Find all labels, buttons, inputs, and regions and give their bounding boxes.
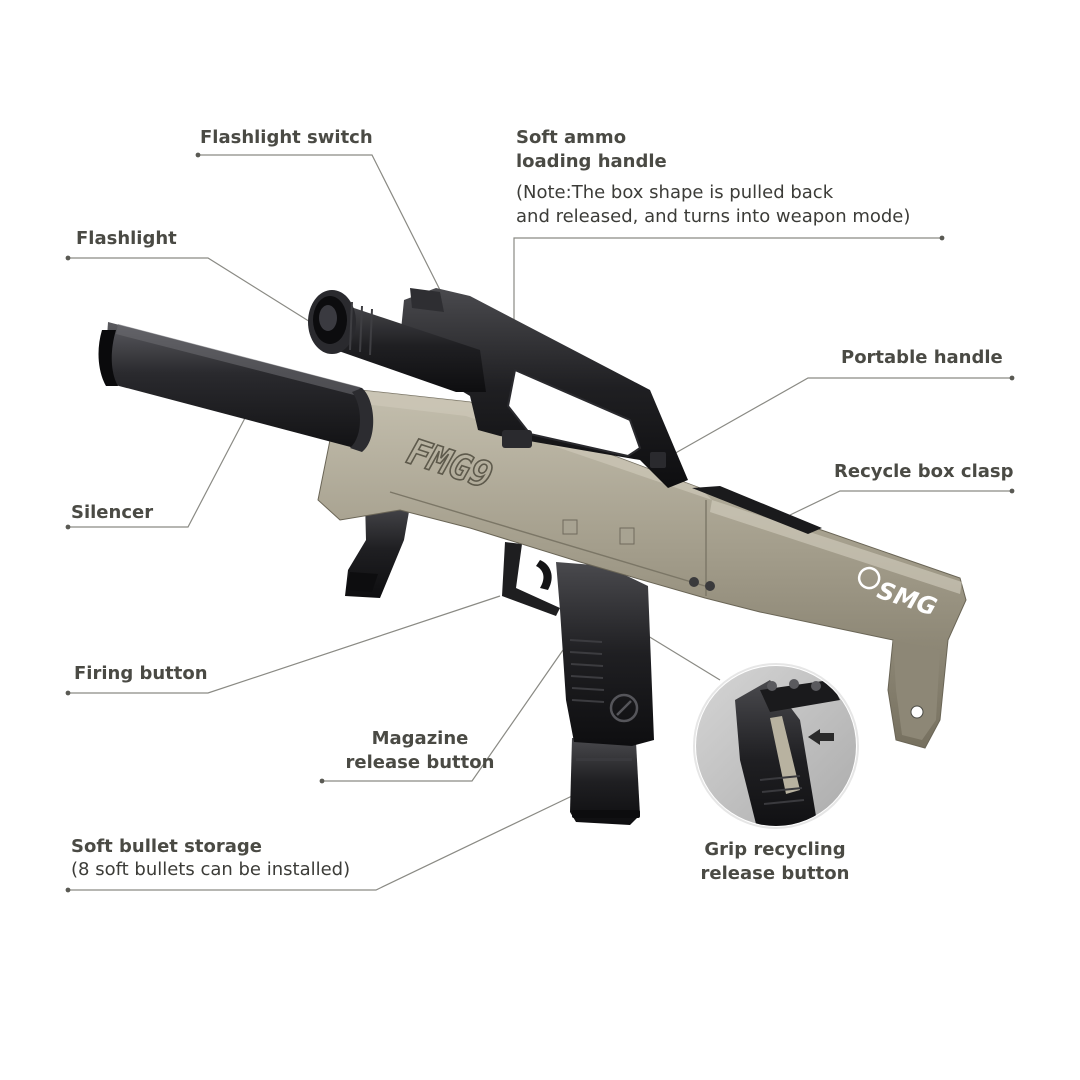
leader-grip-callout bbox=[647, 635, 721, 681]
magazine bbox=[570, 738, 640, 825]
trigger bbox=[502, 542, 560, 616]
silencer bbox=[98, 322, 374, 452]
label-recycle-box-clasp: Recycle box clasp bbox=[834, 461, 1014, 482]
leader-silencer bbox=[68, 417, 246, 528]
label-ammo-handle-1: Soft ammo bbox=[516, 127, 627, 148]
label-grip-release-2: release button bbox=[700, 863, 850, 884]
label-ammo-note-1: (Note:The box shape is pulled back bbox=[516, 182, 834, 203]
pistol-grip bbox=[556, 562, 654, 746]
arrow-left-icon bbox=[808, 729, 834, 745]
label-ammo-note-2: and released, and turns into weapon mode… bbox=[516, 206, 911, 227]
label-silencer: Silencer bbox=[71, 502, 154, 523]
grip-callout bbox=[693, 663, 859, 829]
leader-portable-handle bbox=[671, 377, 1012, 456]
label-portable-handle: Portable handle bbox=[841, 347, 1003, 368]
leader-lines bbox=[68, 154, 1012, 891]
leader-flashlight-switch bbox=[198, 154, 441, 291]
front-grip bbox=[345, 500, 410, 598]
leader-magazine-release bbox=[322, 649, 564, 782]
receiver-body: FMG9 SMG bbox=[317, 389, 967, 749]
label-grip-release-1: Grip recycling bbox=[704, 839, 846, 860]
label-bullet-storage-2: (8 soft bullets can be installed) bbox=[71, 859, 351, 880]
label-ammo-handle-2: loading handle bbox=[516, 151, 667, 172]
leader-recycle-clasp bbox=[789, 490, 1012, 516]
leader-flashlight bbox=[68, 257, 356, 351]
recycle-box-clasp bbox=[692, 486, 822, 534]
carry-handle bbox=[400, 288, 688, 488]
label-magazine-release-1: Magazine bbox=[371, 728, 469, 749]
label-flashlight: Flashlight bbox=[76, 228, 177, 249]
label-magazine-release-2: release button bbox=[345, 752, 495, 773]
label-flashlight-switch: Flashlight switch bbox=[200, 127, 373, 148]
leader-dots bbox=[65, 152, 1015, 893]
label-firing-button: Firing button bbox=[74, 663, 208, 684]
leader-bullet-storage bbox=[68, 795, 573, 891]
flashlight-body bbox=[308, 288, 486, 392]
label-bullet-storage-1: Soft bullet storage bbox=[71, 836, 262, 857]
leader-firing-button bbox=[68, 595, 501, 694]
